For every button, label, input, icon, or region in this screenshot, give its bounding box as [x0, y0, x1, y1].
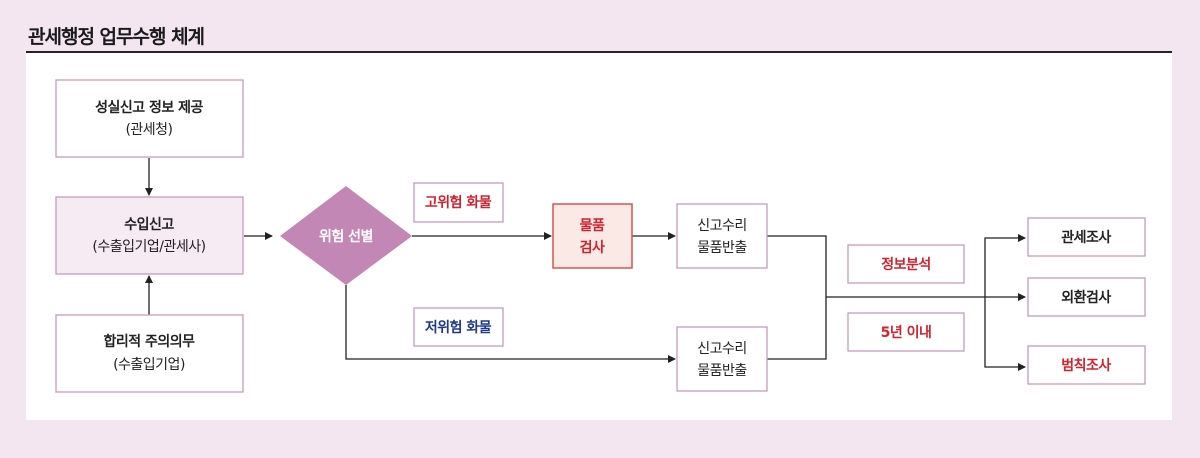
info-title: 성실신고 정보 제공	[95, 99, 203, 116]
box-period	[847, 312, 965, 352]
release2-line2: 물품반출	[697, 363, 747, 379]
box-release2	[676, 326, 768, 392]
inspect-line1: 물품	[580, 218, 605, 234]
box-release1	[676, 203, 768, 269]
declare-sub: (수출입기업/관세사)	[92, 239, 205, 255]
merge-line	[767, 235, 827, 360]
box-inspect	[552, 203, 633, 269]
box-fx	[1027, 277, 1146, 317]
box-declare	[55, 196, 244, 275]
page-title: 관세행정 업무수행 체계	[28, 26, 205, 48]
box-audit	[1027, 217, 1146, 257]
declare-title: 수입신고	[124, 217, 174, 233]
info-sub: (관세청)	[125, 122, 172, 138]
high-label: 고위험 화물	[425, 194, 492, 211]
release1-line1: 신고수리	[697, 218, 747, 234]
box-info	[55, 79, 244, 158]
analysis-label: 정보분석	[881, 256, 931, 273]
branch-to-crime	[984, 297, 1026, 371]
crime-label: 범칙조사	[1061, 358, 1111, 374]
arrow-risk-to-release2	[345, 285, 676, 363]
risk-label: 위험 선별	[319, 228, 373, 245]
label-box-high	[413, 182, 504, 223]
label-box-low	[413, 307, 504, 347]
inspect-line2: 검사	[580, 239, 605, 256]
release1-line2: 물품반출	[697, 240, 747, 256]
release2-line1: 신고수리	[697, 341, 747, 357]
duty-title: 합리적 주의의무	[103, 333, 195, 350]
box-analysis	[847, 244, 965, 284]
box-crime	[1027, 345, 1146, 385]
title-rule	[26, 51, 1172, 53]
duty-sub: (수출입기업)	[113, 357, 185, 373]
diamond-risk	[280, 186, 412, 285]
low-label: 저위험 화물	[425, 319, 492, 336]
period-label: 5년 이내	[881, 324, 932, 341]
box-duty	[55, 314, 244, 393]
audit-label: 관세조사	[1061, 229, 1111, 246]
branch-to-audit	[984, 234, 1026, 297]
fx-label: 외환검사	[1061, 289, 1111, 306]
